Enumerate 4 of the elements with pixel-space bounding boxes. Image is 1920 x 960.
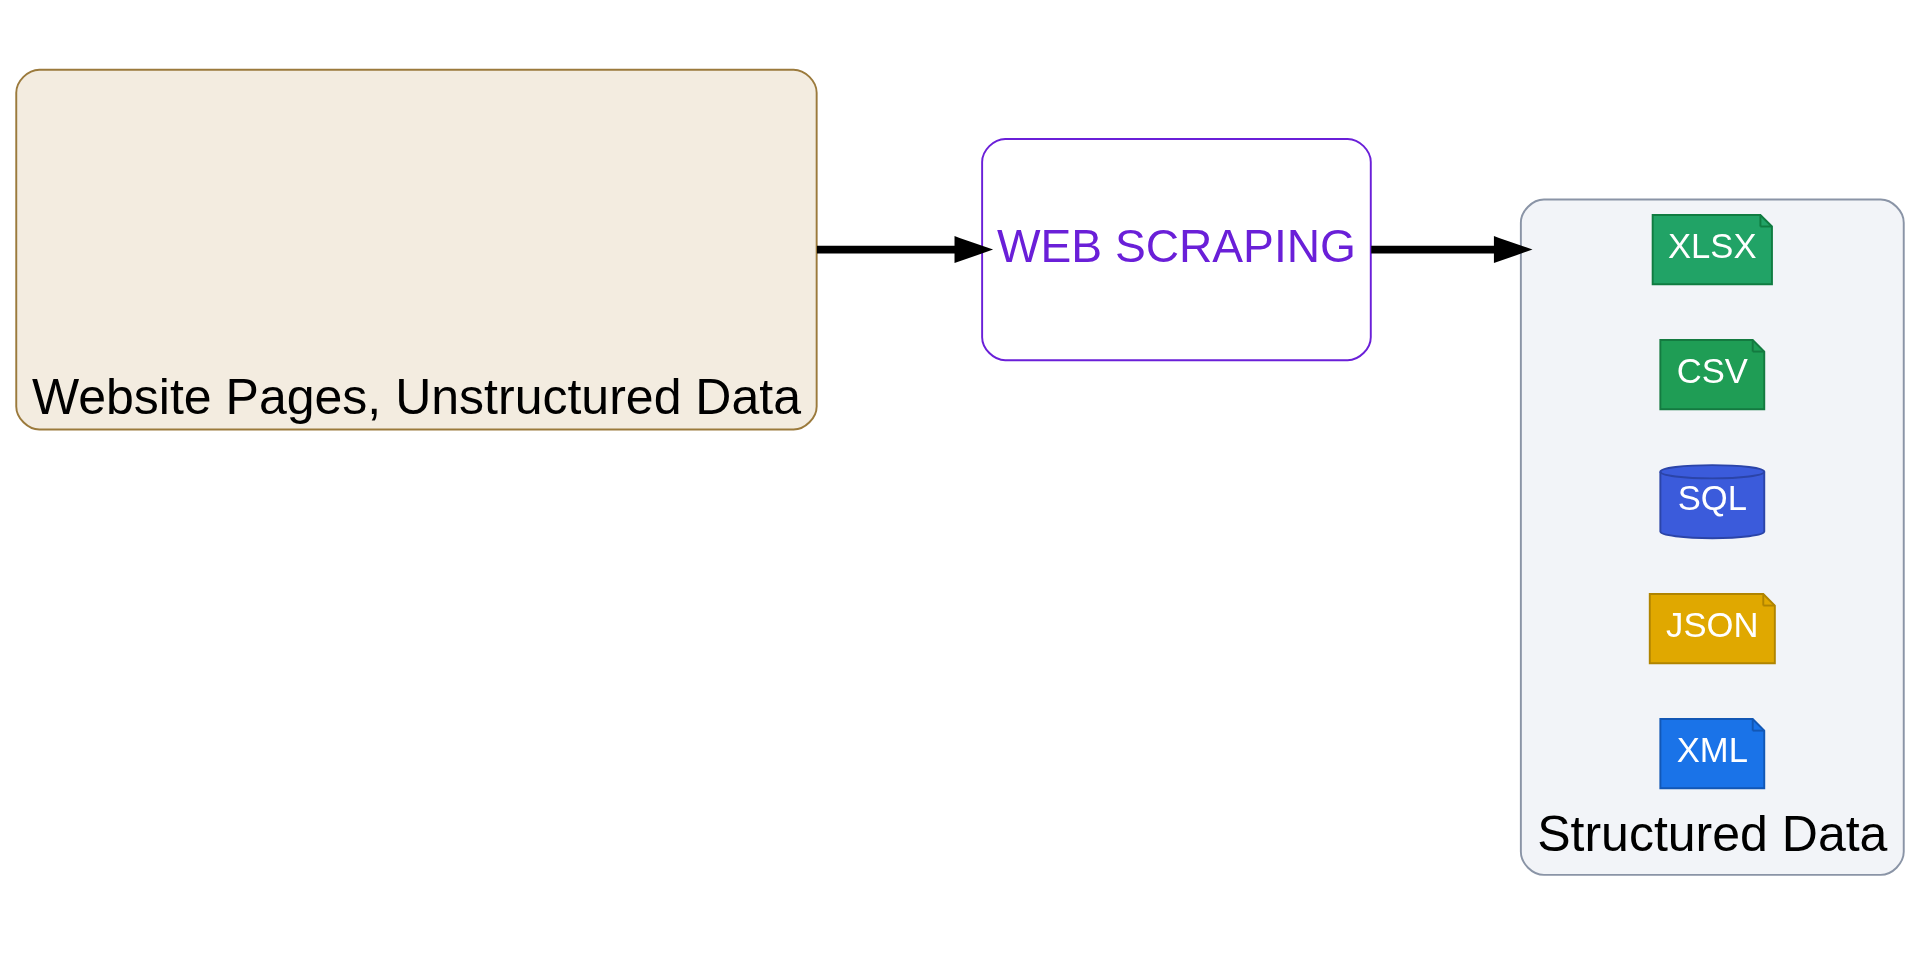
node-box: WEB SCRAPING xyxy=(981,138,1372,362)
node-box: Website Pages, Unstructured Data xyxy=(15,68,818,431)
arrow xyxy=(816,236,994,264)
arrow xyxy=(1371,236,1533,264)
